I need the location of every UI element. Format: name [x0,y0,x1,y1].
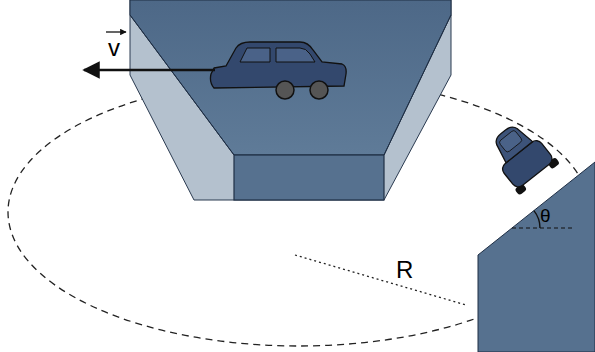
bank-sides [130,0,451,200]
bank-base [234,155,384,200]
car-side [210,42,346,99]
bank-face [130,0,451,155]
angle-label: θ [540,206,551,225]
car-rear [482,116,560,195]
horizontal-reference [512,227,572,228]
radius-line [295,255,466,305]
vector-accent [106,31,126,32]
velocity-arrow [84,69,215,72]
vector-label: v [108,36,120,60]
radius-label: R [396,258,413,282]
angle-arc [534,211,540,228]
bank-wedge [478,162,595,352]
